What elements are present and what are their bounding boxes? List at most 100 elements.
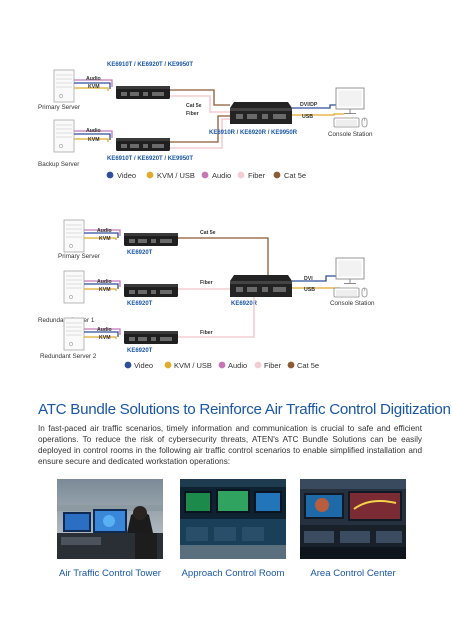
legend-label: KVM / USB bbox=[174, 361, 212, 370]
legend-swatch bbox=[164, 361, 172, 369]
dvi-label: DVI bbox=[304, 276, 313, 282]
console-station-label: Console Station bbox=[330, 300, 375, 307]
legend-swatch bbox=[146, 171, 154, 179]
cat5e-cable bbox=[170, 89, 230, 106]
rx-extender bbox=[230, 275, 292, 297]
model-label-rx: KE6920R bbox=[231, 301, 258, 307]
legend-label: Fiber bbox=[264, 361, 282, 370]
model-label-tx-top: KE6910T / KE6920T / KE9950T bbox=[107, 62, 193, 68]
cat5e-cable bbox=[178, 237, 269, 275]
redundant-server-2-icon bbox=[63, 317, 85, 351]
legend-1: Video KVM / USB Audio Fiber Cat 5e bbox=[106, 171, 306, 180]
tx-extender-backup bbox=[116, 138, 170, 151]
legend-label: Cat 5e bbox=[297, 361, 319, 370]
fiber-label: Fiber bbox=[200, 330, 213, 336]
model-label-tx-3: KE6920T bbox=[127, 348, 153, 354]
video-cable bbox=[292, 275, 336, 282]
kvm-cable bbox=[84, 237, 117, 240]
model-label-rx: KE6910R / KE6920R / KE9950R bbox=[209, 130, 298, 136]
redundant-server-2-label: Redundant Server 2 bbox=[40, 353, 97, 360]
diagram-1: KE6910T / KE6920T / KE9950T Primary Serv… bbox=[38, 62, 373, 168]
model-label-tx-1: KE6920T bbox=[127, 250, 153, 256]
legend-swatch bbox=[237, 171, 245, 179]
tx-extender-primary bbox=[124, 233, 178, 246]
usb-label: USB bbox=[302, 114, 313, 120]
audio-label: Audio bbox=[86, 128, 101, 134]
legend-label: Audio bbox=[228, 361, 247, 370]
backup-server-icon bbox=[53, 119, 75, 153]
fiber-cable bbox=[170, 118, 230, 149]
mouse-icon bbox=[361, 117, 368, 128]
keyboard-icon bbox=[333, 287, 360, 298]
tx-extender-redundant-1 bbox=[124, 284, 178, 297]
legend-swatch bbox=[106, 171, 114, 179]
redundant-server-1-icon bbox=[63, 270, 85, 304]
caption-approach-control-room: Approach Control Room bbox=[181, 568, 285, 579]
video-cable bbox=[84, 331, 119, 337]
caption-control-tower: Air Traffic Control Tower bbox=[58, 568, 161, 579]
primary-server-label: Primary Server bbox=[58, 253, 100, 260]
primary-server-label: Primary Server bbox=[38, 104, 80, 111]
audio-cable bbox=[84, 328, 121, 335]
legend-label: Cat 5e bbox=[284, 171, 306, 180]
legend-swatch bbox=[124, 361, 132, 369]
kvm-cable bbox=[84, 336, 117, 339]
audio-cable bbox=[74, 79, 113, 87]
legend-swatch bbox=[287, 361, 295, 369]
audio-label: Audio bbox=[97, 279, 112, 285]
kvm-label: KVM bbox=[99, 236, 111, 242]
cat5e-label: Cat 5e bbox=[200, 230, 216, 236]
fiber-cable bbox=[178, 297, 255, 338]
primary-server-icon bbox=[53, 69, 75, 103]
fiber-label: Fiber bbox=[186, 111, 199, 117]
legend-label: Fiber bbox=[248, 171, 266, 180]
model-label-tx-bottom: KE6910T / KE6920T / KE9950T bbox=[107, 156, 193, 162]
console-station-label: Console Station bbox=[328, 131, 373, 138]
fiber-label: Fiber bbox=[200, 280, 213, 286]
rx-extender bbox=[230, 102, 292, 124]
photo-area-control-center bbox=[300, 479, 406, 559]
kvm-label: KVM bbox=[88, 84, 100, 90]
legend-swatch bbox=[254, 361, 262, 369]
video-cable bbox=[292, 104, 338, 109]
mouse-icon bbox=[361, 287, 368, 298]
intro-paragraph: In fast-paced air traffic scenarios, tim… bbox=[38, 424, 422, 466]
video-cable bbox=[74, 133, 111, 140]
audio-label: Audio bbox=[97, 228, 112, 234]
model-label-tx-2: KE6920T bbox=[127, 301, 153, 307]
legend-swatch bbox=[218, 361, 226, 369]
video-cable bbox=[84, 283, 119, 289]
kvm-extender-diagrams: KE6910T / KE6920T / KE9950T Primary Serv… bbox=[38, 62, 375, 370]
kvm-label: KVM bbox=[88, 137, 100, 143]
kvm-label: KVM bbox=[99, 335, 111, 341]
monitor-icon bbox=[335, 87, 365, 114]
kvm-label: KVM bbox=[99, 287, 111, 293]
cat5e-cable bbox=[170, 115, 230, 143]
keyboard-icon bbox=[333, 117, 360, 128]
legend-label: Audio bbox=[212, 171, 231, 180]
photo-control-tower bbox=[57, 479, 163, 559]
section-heading: ATC Bundle Solutions to Reinforce Air Tr… bbox=[38, 401, 451, 418]
usb-cable bbox=[292, 113, 344, 116]
kvm-cable bbox=[74, 87, 109, 91]
audio-cable bbox=[84, 280, 121, 287]
kvm-cable bbox=[84, 288, 117, 291]
diagram-2: Primary Server Audio KVM KE6920T Cat 5e … bbox=[38, 219, 375, 360]
audio-label: Audio bbox=[97, 327, 112, 333]
kvm-cable bbox=[74, 138, 109, 142]
caption-area-control-center: Area Control Center bbox=[310, 568, 396, 579]
video-cable bbox=[84, 232, 119, 238]
audio-cable bbox=[84, 229, 121, 236]
legend-label: Video bbox=[134, 361, 153, 370]
legend-swatch bbox=[273, 171, 281, 179]
audio-cable bbox=[74, 130, 113, 138]
monitor-icon bbox=[335, 257, 365, 284]
legend-2: Video KVM / USB Audio Fiber Cat 5e bbox=[124, 361, 319, 370]
tx-extender-redundant-2 bbox=[124, 331, 178, 344]
legend-label: KVM / USB bbox=[157, 171, 195, 180]
dvi-dp-label: DVI/DP bbox=[300, 102, 318, 108]
cat5e-label: Cat 5e bbox=[186, 103, 202, 109]
fiber-cable bbox=[170, 95, 230, 113]
legend-swatch bbox=[201, 171, 209, 179]
photo-approach-control-room bbox=[180, 479, 286, 559]
